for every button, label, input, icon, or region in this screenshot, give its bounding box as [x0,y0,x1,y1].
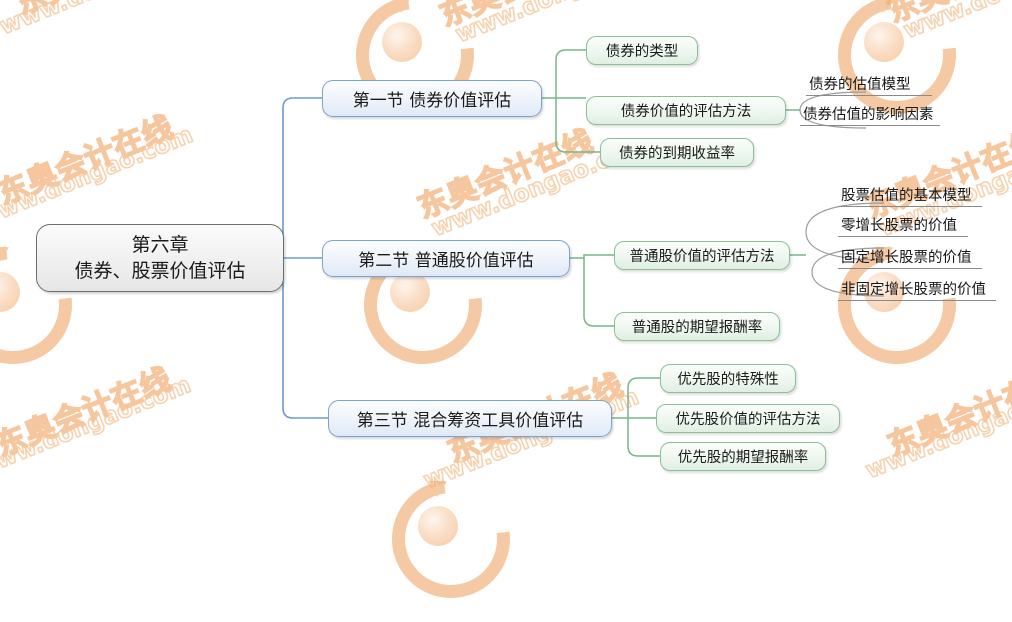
edge-s3-c3 [627,418,660,457]
detail-label: 债券的估值模型 [809,77,911,93]
detail-label: 非固定增长股票的价值 [841,282,986,298]
edge-root-to-section3 [282,258,328,419]
bracket-s2c1-inner [811,247,885,297]
section-node-3[interactable]: 第三节 混合筹资工具价值评估 [328,400,612,437]
level3-brackets [799,91,885,297]
topic-node-s1-c1[interactable]: 债券的类型 [586,36,698,65]
topic-node-s2-c1[interactable]: 普通股价值的评估方法 [614,241,790,270]
edge-s1-c1 [555,49,586,98]
section-node-2[interactable]: 第二节 普通股价值评估 [322,240,570,277]
section-label-1: 第一节 债券价值评估 [352,91,512,111]
detail-node-s1-c2-g1[interactable]: 债券的估值模型 [806,74,932,96]
topic-label: 普通股价值的评估方法 [629,249,775,265]
section-node-1[interactable]: 第一节 债券价值评估 [322,80,542,117]
level1-connectors [282,97,328,419]
section-label-2: 第二节 普通股价值评估 [358,251,534,271]
detail-label: 零增长股票的价值 [841,218,957,234]
root-node[interactable]: 第六章 债券、股票价值评估 [36,224,284,292]
topic-node-s3-c1[interactable]: 优先股的特殊性 [660,364,796,393]
topic-label: 优先股的特殊性 [677,372,779,388]
edge-root-to-section1 [282,97,322,258]
detail-node-s2-c1-g1[interactable]: 股票估值的基本模型 [838,185,982,207]
topic-label: 优先股的期望报酬率 [677,450,809,466]
section-label-3: 第三节 混合筹资工具价值评估 [356,411,584,431]
topic-label: 普通股的期望报酬率 [631,320,763,336]
bracket-s1c2 [799,91,867,129]
root-title-line1: 第六章 [131,233,189,256]
root-title-line2: 债券、股票价值评估 [74,260,246,282]
detail-node-s2-c1-g3[interactable]: 固定增长股票的价值 [838,247,982,269]
topic-node-s3-c2[interactable]: 优先股价值的评估方法 [656,404,840,433]
detail-label: 固定增长股票的价值 [841,250,972,266]
edge-s1-c3 [555,98,600,153]
edge-s3-c1 [627,377,660,418]
topic-node-s2-c2[interactable]: 普通股的期望报酬率 [614,312,780,341]
detail-node-s2-c1-g2[interactable]: 零增长股票的价值 [838,215,968,237]
detail-label: 债券估值的影响因素 [803,107,934,123]
detail-label: 股票估值的基本模型 [841,188,972,204]
level2-connectors [542,49,660,457]
edge-s2-c2 [583,258,614,327]
connector-layer [282,49,885,457]
edge-s2-c1 [583,254,614,258]
topic-label: 债券的类型 [605,44,679,60]
topic-node-s1-c3[interactable]: 债券的到期收益率 [600,138,754,167]
detail-node-s1-c2-g2[interactable]: 债券估值的影响因素 [800,104,940,126]
topic-node-s3-c3[interactable]: 优先股的期望报酬率 [660,442,826,471]
bracket-s2c1-outer [805,202,885,261]
level3-stems [786,109,806,256]
topic-label: 债券的到期收益率 [619,146,735,162]
topic-label: 债券价值的评估方法 [620,104,752,120]
topic-node-s1-c2[interactable]: 债券价值的评估方法 [586,96,786,125]
topic-label: 优先股价值的评估方法 [675,412,821,428]
detail-node-s2-c1-g4[interactable]: 非固定增长股票的价值 [838,279,996,301]
